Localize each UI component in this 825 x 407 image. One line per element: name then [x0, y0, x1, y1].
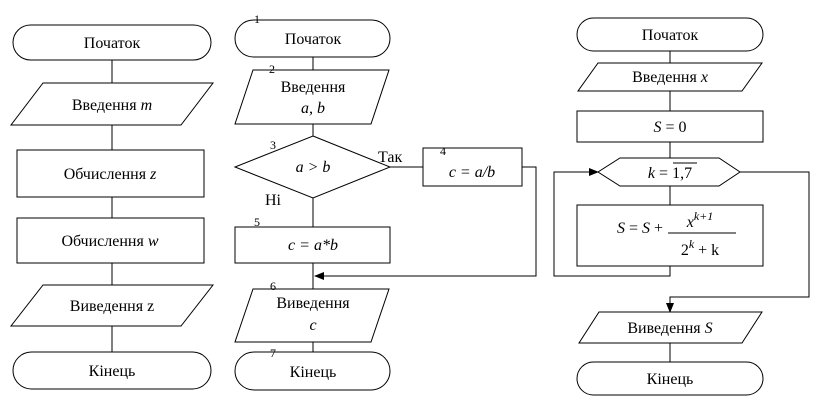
loop-exit-arrow [666, 171, 810, 313]
end-label: Кінець [89, 363, 136, 380]
flowchart-1: Початок Введення m Обчислення z Обчислен… [9, 24, 215, 390]
calc-w-process [16, 217, 205, 264]
step-number-1: 1 [254, 12, 260, 26]
flowchart-3: Початок Введення x S = 0 k = 1,7 S = S +… [553, 17, 810, 396]
input-parallelogram [234, 69, 390, 125]
step-number-5: 5 [254, 215, 260, 229]
step-number-7: 7 [270, 346, 276, 360]
step-number-4: 4 [440, 144, 446, 158]
condition-diamond [233, 135, 392, 199]
output-parallelogram [9, 284, 215, 327]
calc-z-process [16, 149, 205, 198]
sum-process [576, 204, 764, 267]
yes-action-process [422, 147, 523, 187]
output-text: Виведення S [627, 320, 712, 337]
loop-back-arrow [553, 168, 671, 277]
output-text: Виведення z [70, 298, 154, 315]
calc-w-text: Обчислення w [61, 233, 158, 250]
start-label: Початок [285, 31, 342, 48]
condition-text: a > b [296, 159, 331, 176]
output-var: c [309, 317, 316, 334]
end-label: Кінець [290, 364, 337, 381]
output-parallelogram [578, 311, 763, 344]
loop-hexagon [597, 157, 741, 187]
output-parallelogram [234, 288, 390, 343]
init-text: S = 0 [653, 119, 686, 136]
input-text: Введення m [72, 97, 152, 114]
merge-arrow [314, 166, 537, 280]
sum-numerator: xk+1 [686, 209, 714, 231]
end-label: Кінець [647, 371, 694, 388]
input-parallelogram [577, 62, 763, 92]
yes-action-text: c = a/b [449, 164, 495, 181]
input-label: Введення [281, 79, 346, 96]
no-action-text: c = a*b [288, 237, 338, 254]
start-label: Початок [642, 27, 699, 44]
yes-label: Так [378, 149, 402, 166]
output-label: Виведення [276, 295, 350, 312]
flowchart-2: Початок 1 Введення a, b 2 a > b 3 Так Ні… [233, 12, 537, 391]
start-terminator [234, 19, 391, 58]
start-terminator [576, 17, 764, 52]
calc-z-text: Обчислення z [64, 166, 157, 183]
loop-text: k = 1,7 [648, 165, 692, 182]
step-number-2: 2 [269, 62, 275, 76]
end-terminator [12, 351, 212, 390]
step-number-3: 3 [270, 138, 276, 152]
input-parallelogram [9, 82, 215, 126]
start-label: Початок [84, 35, 141, 52]
sum-lhs: S = S + [617, 220, 663, 237]
input-vars: a, b [301, 100, 325, 117]
step-number-6: 6 [270, 279, 276, 293]
init-process [576, 110, 764, 143]
input-text: Введення x [632, 69, 708, 86]
end-terminator [576, 361, 764, 396]
no-action-process [234, 226, 391, 264]
sum-denominator: 2k + k [681, 237, 719, 259]
start-terminator [12, 24, 212, 61]
no-label: Ні [265, 192, 282, 209]
end-terminator [234, 351, 391, 391]
